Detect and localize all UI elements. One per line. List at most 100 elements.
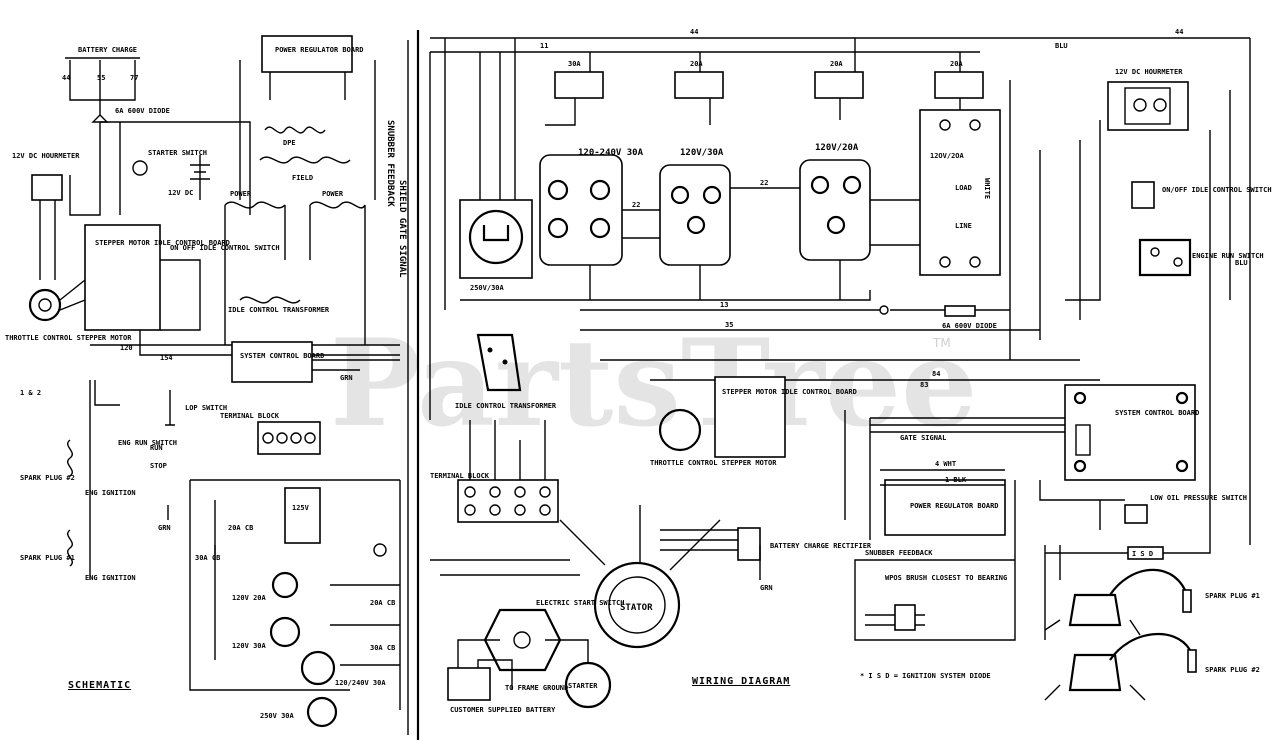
starter-switch-symbol	[132, 160, 148, 176]
terminal-block-label: TERMINAL BLOCK	[430, 472, 490, 480]
schematic-section: BATTERY CHARGE 44 55 77 6A 600V DIODE 12…	[5, 35, 407, 728]
ignition-module-2	[1068, 653, 1122, 692]
svg-text:GRN: GRN	[340, 374, 353, 382]
schematic-field-label: FIELD	[292, 174, 313, 182]
stepper-board-label: STEPPER MOTOR IDLE CONTROL BOARD	[722, 388, 857, 396]
isd-note: * I S D = IGNITION SYSTEM DIODE	[860, 672, 991, 680]
schematic-recp-120-20	[271, 571, 299, 599]
schematic-dc-bus	[69, 121, 251, 216]
cb-30a-label: 30A	[568, 60, 581, 68]
svg-text:44: 44	[1175, 28, 1183, 36]
schematic-cb-20a: 20A CB	[228, 524, 253, 532]
brush-holder	[894, 604, 916, 631]
diode	[944, 305, 976, 317]
schematic-terminal-label: TERMINAL BLOCK	[220, 412, 280, 420]
stator	[593, 561, 681, 649]
gfci-line-label: LINE	[955, 222, 972, 230]
schematic-power-right: POWER	[322, 190, 344, 198]
ignition-module-1	[1068, 593, 1122, 627]
wiring-diagram-section: 44 44 11 BLU 30A 20A 20A 20A 250V/30A 12…	[429, 28, 1272, 714]
system-control-board	[1064, 384, 1196, 481]
schematic-recp-20a	[284, 487, 321, 544]
schematic-terminal-block	[257, 421, 321, 455]
idle-transformer	[476, 333, 522, 392]
rectifier-grn-label: GRN	[760, 584, 773, 592]
hourmeter	[1107, 81, 1189, 131]
rectifier-label: BATTERY CHARGE RECTIFIER	[770, 542, 872, 550]
schematic-throttle-motor-label: THROTTLE CONTROL STEPPER MOTOR	[5, 334, 132, 342]
schematic-spark-plug-1: SPARK PLUG #1	[20, 554, 75, 562]
svg-text:83: 83	[920, 381, 928, 389]
schematic-cb-30a: 30A CB	[195, 554, 220, 562]
schematic-recp-250-label: 250V 30A	[260, 712, 295, 720]
schematic-recp-120-20-label: 120V 20A	[232, 594, 267, 602]
battery-charge-label: BATTERY CHARGE	[78, 46, 137, 54]
svg-text:22: 22	[760, 179, 768, 187]
svg-text:4 WHT: 4 WHT	[935, 460, 956, 468]
wiring-diagram-title: WIRING DIAGRAM	[692, 676, 790, 687]
schematic-battery-label: 12V DC	[168, 189, 193, 197]
starter-label: STARTER	[568, 682, 598, 690]
recp-gfci	[919, 109, 1001, 276]
diode-symbol	[91, 100, 109, 123]
cb-20a-2-label: 20A	[830, 60, 843, 68]
svg-text:55: 55	[97, 74, 105, 82]
cb-20a-1-label: 20A	[690, 60, 703, 68]
hourmeter-label: 12V DC HOURMETER	[1115, 68, 1183, 76]
schematic-power-windings	[224, 201, 366, 209]
schematic-title: SCHEMATIC	[68, 680, 131, 691]
schematic-hourmeter	[31, 174, 63, 201]
engine-run-switch	[1138, 238, 1192, 277]
idle-control-switch-label: ON/OFF IDLE CONTROL SWITCH	[1162, 186, 1272, 194]
cb-20a-2	[814, 71, 864, 99]
watermark-text: PartsTree	[330, 313, 977, 454]
schematic-stop-label: STOP	[150, 462, 167, 470]
battery-label: CUSTOMER SUPPLIED BATTERY	[450, 706, 556, 714]
cb-30a	[554, 71, 604, 99]
schematic-run-label: RUN	[150, 444, 163, 452]
svg-text:120: 120	[120, 344, 133, 352]
schematic-cb-30a-2: 30A CB	[370, 644, 395, 652]
svg-text:84: 84	[932, 370, 940, 378]
schematic-idle-transformer	[239, 296, 301, 304]
schematic-recp-250-30	[306, 696, 338, 728]
svg-text:44: 44	[62, 74, 70, 82]
frame-ground-label: TO FRAME GROUND	[505, 684, 568, 692]
schematic-spark-plug-2: SPARK PLUG #2	[20, 474, 75, 482]
power-regulator-board	[884, 479, 1006, 536]
top-bus	[429, 37, 1250, 420]
schematic-stepper-motor	[28, 288, 62, 322]
schematic-gnd-label: GRN	[158, 524, 171, 532]
isd-label: I S D	[1132, 550, 1153, 558]
schematic-snubber-label: SNUBBER FEEDBACK	[385, 120, 395, 207]
gfci-white-label: WHITE	[983, 178, 991, 199]
low-oil-switch-label: LOW OIL PRESSURE SWITCH	[1150, 494, 1247, 502]
schematic-power-reg-label: POWER REGULATOR BOARD	[275, 46, 364, 54]
schematic-eng-ignition-a: ENG IGNITION	[85, 489, 136, 497]
svg-text:22: 22	[632, 201, 640, 209]
schematic-lop-label: LOP SWITCH	[185, 404, 227, 412]
spark-plug-2-label: SPARK PLUG #2	[1205, 666, 1260, 674]
battery-charge-winding	[65, 57, 140, 101]
recp-120-20b-label: 12OV/2OA	[930, 152, 965, 160]
schematic-field-winding	[259, 126, 351, 164]
recp-120-240	[539, 154, 623, 266]
power-reg-board-label: POWER REGULATOR BOARD	[910, 502, 999, 510]
schematic-ignition-coil-1	[67, 529, 73, 567]
stepper-board	[714, 376, 786, 458]
svg-text:44: 44	[690, 28, 698, 36]
svg-text:125V: 125V	[292, 504, 310, 512]
spark-plug-1-label: SPARK PLUG #1	[1205, 592, 1260, 600]
svg-text:11: 11	[540, 42, 548, 50]
svg-text:35: 35	[725, 321, 733, 329]
gate-signal-label: GATE SIGNAL	[900, 434, 946, 442]
dc-hourmeter-label: 12V DC HOURMETER	[12, 152, 80, 160]
recp-250-30-label: 250V/30A	[470, 284, 505, 292]
schematic-battery-symbol	[190, 155, 210, 200]
schematic-stepper-board	[84, 224, 161, 331]
idle-transformer-label: IDLE CONTROL TRANSFORMER	[455, 402, 557, 410]
electric-start-switch-label: ELECTRIC START SWITCH	[536, 599, 625, 607]
spark-plug-2	[1187, 649, 1197, 673]
low-oil-pressure-switch	[1124, 504, 1148, 524]
